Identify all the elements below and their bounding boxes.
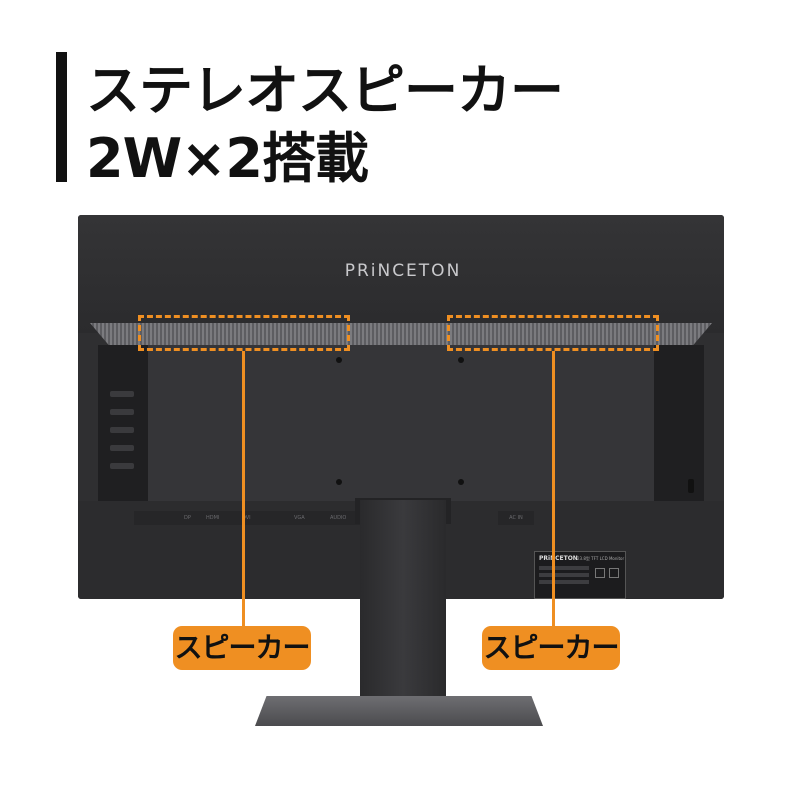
speaker-callout-right: スピーカー: [482, 626, 620, 670]
headline-line-2: 2W×2搭載: [86, 127, 369, 190]
headline-line-1: ステレオスピーカー: [86, 59, 564, 122]
speaker-highlight-right: [447, 315, 659, 351]
port-label: HDMI: [206, 515, 220, 521]
vesa-mount-area: [148, 345, 654, 501]
vesa-screw: [336, 357, 342, 363]
port-strip: DP HDMI DVI VGA AUDIO: [134, 511, 364, 525]
label-model: 23.8型 TFT LCD Monitor: [577, 556, 625, 561]
control-button: [110, 409, 134, 415]
port-label: VGA: [294, 515, 305, 521]
speaker-highlight-left: [138, 315, 350, 351]
ac-in-port: AC IN: [498, 511, 534, 525]
speaker-grille: [90, 323, 712, 345]
brand-logo: PRiNCETON: [344, 261, 462, 281]
stand-base: [255, 696, 543, 726]
monitor-top-panel: PRiNCETON: [78, 215, 724, 333]
control-button: [110, 427, 134, 433]
rear-chassis: [98, 345, 704, 501]
vesa-screw: [336, 479, 342, 485]
security-lock-slot: [688, 479, 694, 493]
speaker-callout-left: スピーカー: [173, 626, 311, 670]
vesa-screw: [458, 357, 464, 363]
cert-mark-icon: [609, 568, 619, 578]
control-button: [110, 445, 134, 451]
port-label: DP: [184, 515, 191, 521]
label-brand: PRiNCETON: [539, 555, 578, 562]
title-accent-bar: [56, 52, 67, 182]
control-button: [110, 391, 134, 397]
cert-mark-icon: [595, 568, 605, 578]
label-row: [539, 566, 589, 570]
product-label: PRiNCETON 23.8型 TFT LCD Monitor: [534, 551, 626, 599]
label-row: [539, 573, 589, 577]
control-button: [110, 463, 134, 469]
stand-neck: [360, 500, 446, 700]
callout-leader-right: [552, 351, 555, 627]
label-row: [539, 580, 589, 584]
port-label: AUDIO: [330, 515, 347, 521]
vesa-screw: [458, 479, 464, 485]
callout-leader-left: [242, 351, 245, 627]
port-label: DVI: [242, 515, 251, 521]
